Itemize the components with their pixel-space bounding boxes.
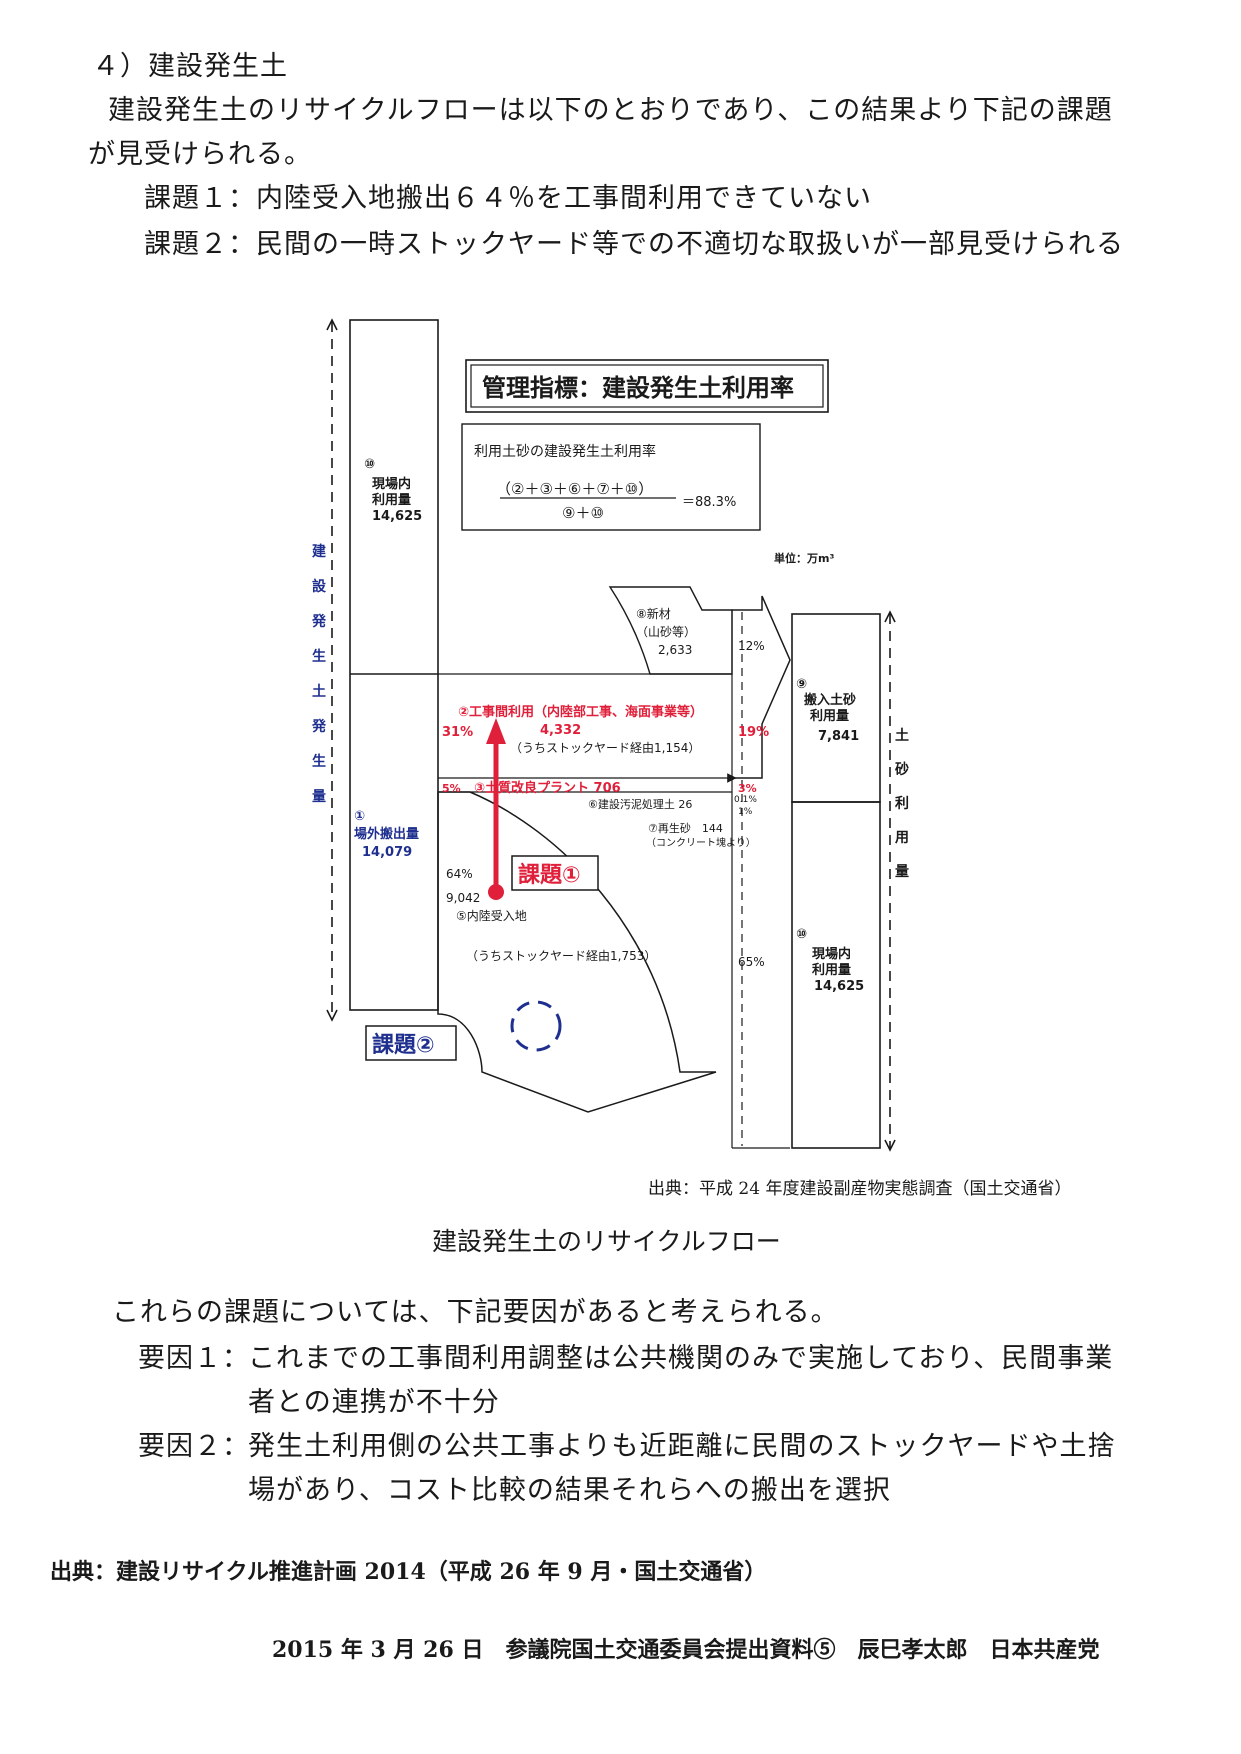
pct-right-12: 12% bbox=[738, 639, 765, 653]
kadai1-box bbox=[511, 855, 599, 891]
flow3-label: ③土質改良プラント 706 bbox=[474, 780, 621, 796]
issue-1-label: 課題１： bbox=[144, 183, 256, 214]
flow5-label: ⑤内陸受入地 bbox=[456, 909, 527, 923]
pct-left-5: 5% bbox=[442, 782, 461, 795]
pct-right-1: 1% bbox=[738, 807, 753, 817]
box1-value: 14,079 bbox=[362, 845, 412, 860]
left-vertical-label: 建設発生土発生量 bbox=[311, 543, 327, 805]
mgmt-title: 管理指標：建設発生土利用率 bbox=[482, 374, 794, 402]
flow6-label: ⑥建設汚泥処理土 26 bbox=[588, 797, 692, 811]
pct-right-01: 0.1% bbox=[734, 795, 757, 805]
box10-left-value: 14,625 bbox=[372, 509, 422, 524]
flow7-label: ⑦再生砂 144 bbox=[648, 821, 723, 835]
mgmt-title-box bbox=[465, 359, 829, 413]
formula-denominator: ⑨＋⑩ bbox=[562, 504, 604, 522]
flow5-value: 9,042 bbox=[446, 891, 480, 905]
box1-label2: 場外搬出量 bbox=[354, 826, 419, 842]
factors-intro: これらの課題については、下記要因があると考えられる。 bbox=[112, 1297, 839, 1328]
factor-2-line2: 場があり、コスト比較の結果それらへの搬出を選択 bbox=[248, 1475, 891, 1506]
kadai1-label: 課題① bbox=[518, 862, 581, 888]
box10-right-label3: 利用量 bbox=[812, 962, 851, 978]
box10-left-label2: 現場内 bbox=[372, 476, 411, 492]
inland-arrow-shape bbox=[437, 791, 717, 1113]
mgmt-title-inner bbox=[470, 364, 824, 408]
box10-left-label1: ⑩ bbox=[364, 457, 375, 472]
pct-right-3: 3% bbox=[738, 782, 757, 795]
formula-numerator: （②＋③＋⑥＋⑦＋⑩） bbox=[496, 480, 653, 498]
box10-right-label2: 現場内 bbox=[812, 946, 851, 962]
unit-label: 単位：万m³ bbox=[774, 551, 834, 565]
box10-left-label3: 利用量 bbox=[372, 492, 411, 508]
box-10-left bbox=[349, 319, 439, 1011]
issue-2: 課題２：民間の一時ストックヤード等での不適切な取扱いが一部見受けられる bbox=[144, 222, 1124, 261]
issue-2-text: 民間の一時ストックヤード等での不適切な取扱いが一部見受けられる bbox=[256, 229, 1124, 260]
stockyard-dashed-circle bbox=[510, 1000, 562, 1052]
kadai2-box bbox=[365, 1025, 457, 1061]
box-10-right bbox=[791, 801, 881, 1149]
flow7-note: （コンクリート塊より） bbox=[646, 836, 756, 849]
doc-source: 出典：建設リサイクル推進計画 2014（平成 26 年 9 月・国土交通省） bbox=[50, 1559, 767, 1585]
factor-2-label: 要因２： bbox=[138, 1431, 250, 1462]
intro-line1: 建設発生土のリサイクルフローは以下のとおりであり、この結果より下記の課題 bbox=[108, 95, 1113, 126]
diagram-caption: 建設発生土のリサイクルフロー bbox=[432, 1227, 781, 1256]
box9-value: 7,841 bbox=[818, 729, 859, 744]
factor-1-line1: これまでの工事間利用調整は公共機関のみで実施しており、民間事業 bbox=[248, 1343, 1114, 1374]
pct-left-31: 31% bbox=[442, 725, 473, 740]
right-dimension-line bbox=[884, 610, 896, 1152]
factor-1-label: 要因１： bbox=[138, 1343, 250, 1374]
right-vertical-label: 土砂利用量 bbox=[894, 727, 909, 880]
kadai1-arrow-head bbox=[486, 718, 506, 744]
box10-right-label1: ⑩ bbox=[796, 927, 807, 942]
box-8-shape bbox=[608, 586, 733, 675]
box1-label1: ① bbox=[354, 809, 365, 824]
formula-result: ＝88.3% bbox=[682, 495, 736, 510]
flow5-note: （うちストックヤード経由1,753） bbox=[466, 949, 656, 963]
flow2-label: ②工事間利用（内陸部工事、海面事業等） bbox=[458, 704, 703, 720]
kadai2-label: 課題② bbox=[372, 1032, 435, 1058]
issue-1-text: 内陸受入地搬出６４％を工事間利用できていない bbox=[256, 183, 872, 214]
box9-label2: 搬入土砂 bbox=[804, 692, 856, 708]
pct-right-19: 19% bbox=[738, 725, 769, 740]
section-heading: ４）建設発生土 bbox=[92, 51, 288, 82]
formula-box bbox=[461, 423, 761, 531]
box9-label1: ⑨ bbox=[796, 677, 807, 692]
left-dimension-line bbox=[326, 318, 338, 1022]
factor-1-line2: 者との連携が不十分 bbox=[248, 1387, 500, 1418]
box10-right-value: 14,625 bbox=[814, 979, 864, 994]
flow2-note: （うちストックヤード経由1,154） bbox=[510, 741, 700, 755]
issue-1: 課題１：内陸受入地搬出６４％を工事間利用できていない bbox=[144, 176, 872, 215]
box8-label1: ⑧新材 bbox=[636, 606, 671, 621]
box8-value: 2,633 bbox=[658, 643, 692, 657]
flow5-pct: 64% bbox=[446, 867, 473, 881]
diagram-source: 出典：平成 24 年度建設副産物実態調査（国土交通省） bbox=[648, 1179, 1072, 1199]
issue-2-label: 課題２： bbox=[144, 229, 256, 260]
kadai1-origin-dot bbox=[488, 884, 504, 900]
box9-label3: 利用量 bbox=[810, 708, 849, 724]
flow2-value: 4,332 bbox=[540, 723, 581, 738]
formula-title: 利用土砂の建設発生土利用率 bbox=[474, 443, 656, 460]
pct-right-65: 65% bbox=[738, 955, 765, 969]
box8-label2: （山砂等） bbox=[636, 625, 696, 639]
big-right-arrow bbox=[732, 595, 791, 779]
intro-line2: が見受けられる。 bbox=[88, 139, 312, 170]
footer: 2015 年 3 月 26 日 参議院国土交通委員会提出資料⑤ 辰巳孝太郎 日本… bbox=[272, 1637, 1100, 1663]
factor-2-line1: 発生土利用側の公共工事よりも近距離に民間のストックヤードや土捨 bbox=[248, 1431, 1116, 1462]
box-9 bbox=[791, 613, 881, 803]
